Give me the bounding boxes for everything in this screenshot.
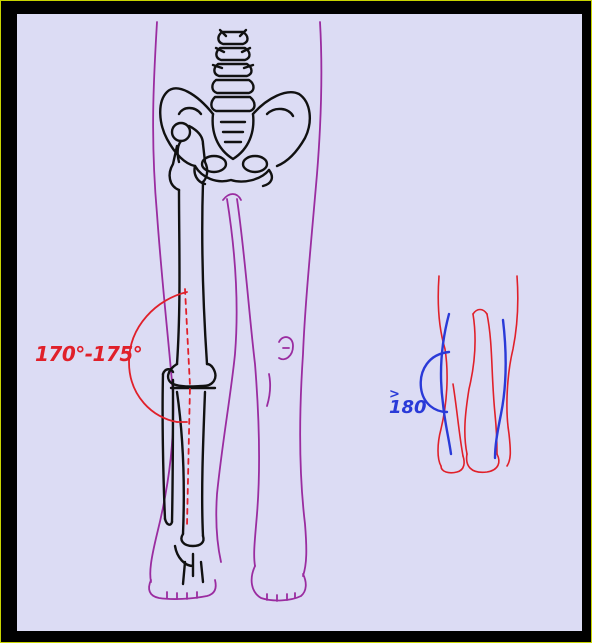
- bowleg-angle-label: > 180: [389, 390, 427, 416]
- sacrum: [213, 114, 254, 159]
- right-inner-thigh: [237, 199, 259, 566]
- bowleg-figure: [421, 276, 518, 473]
- left-inner-thigh: [216, 199, 236, 562]
- right-obturator: [243, 156, 267, 172]
- left-femur: [168, 123, 215, 387]
- body-outline: [149, 22, 321, 601]
- pelvis: [160, 88, 310, 186]
- bowleg-angle-value: 180: [389, 397, 427, 418]
- tibia: [177, 392, 205, 536]
- drawing-paper: 170°-175° > 180: [17, 14, 582, 631]
- mechanical-axis-line: [185, 289, 190, 526]
- leg-alignment-drawing: [17, 14, 582, 631]
- skeleton: [160, 30, 310, 584]
- right-iliac-wing: [253, 92, 310, 166]
- right-foot: [252, 566, 306, 600]
- crotch: [223, 194, 241, 200]
- foot-bones: [175, 546, 203, 584]
- normal-alignment: [129, 289, 190, 526]
- right-leg-outer-contour: [300, 22, 321, 576]
- normal-angle-label: 170°-175°: [35, 342, 142, 366]
- femoral-head: [172, 123, 190, 141]
- spine: [211, 30, 254, 111]
